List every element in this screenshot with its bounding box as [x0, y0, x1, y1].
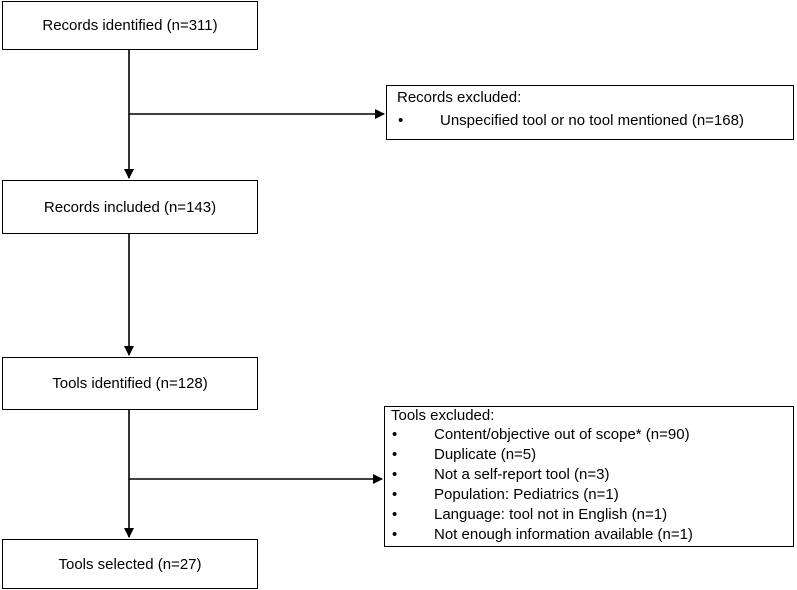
tools-excluded-title: Tools excluded: [391, 407, 495, 424]
records-excluded-title: Records excluded: [397, 89, 522, 106]
tools-excluded-list: •Content/objective out of scope* (n=90) … [391, 426, 783, 544]
tools-excluded-box: Tools excluded: • Content/objective out o… [384, 406, 794, 547]
bullet-glyph: • [392, 426, 398, 443]
tools-excluded-item: • Content/objective out of scope* (n=90) [391, 426, 783, 444]
tools-excluded-item: • Not a self-report tool (n=3) [391, 466, 783, 484]
bullet-glyph: • [392, 486, 398, 503]
tools-excluded-item: • Not enough information available (n=1) [391, 526, 783, 544]
records-included-box: Records included (n=143) [2, 180, 258, 234]
records-excluded-box: Records excluded: • Unspecified tool or n… [386, 85, 794, 140]
tools-selected-box: Tools selected (n=27) [2, 539, 258, 589]
bullet-glyph: • [392, 446, 398, 463]
records-excluded-list: • Unspecified tool or no tool mentioned (… [397, 112, 783, 130]
tools-excluded-item-text: Content/objective out of scope* (n=90) [434, 426, 690, 443]
tools-selected-label: Tools selected (n=27) [58, 555, 202, 573]
tools-excluded-item-text: Not a self-report tool (n=3) [434, 466, 610, 483]
tools-identified-label: Tools identified (n=128) [52, 375, 208, 392]
bullet-glyph: • [392, 526, 398, 543]
bullet-glyph: • [392, 506, 398, 523]
tools-excluded-item: • Population: Pediatrics (n=1) [391, 486, 783, 504]
bullet-glyph: • [392, 466, 398, 483]
records-excluded-item: • Unspecified tool or no tool mentioned (… [397, 112, 783, 130]
records-identified-label: Records identified (n=311) [42, 17, 218, 34]
tools-excluded-item-text: Not enough information available (n=1) [434, 526, 693, 543]
tools-excluded-item-text: Population: Pediatrics (n=1) [434, 486, 619, 503]
tools-excluded-item-text: Duplicate (n=5) [434, 446, 537, 463]
tools-identified-box: Tools identified (n=128) [2, 357, 258, 410]
records-included-label: Records included (n=143) [43, 198, 217, 216]
tools-excluded-item: • Language: tool not in English (n=1) [391, 506, 783, 524]
tools-excluded-item: • Duplicate (n=5) [391, 446, 783, 464]
records-excluded-item-text: Unspecified tool or no tool mentioned (n… [440, 112, 744, 129]
records-identified-box: Records identified (n=311) [2, 1, 258, 50]
bullet-glyph: • [398, 112, 404, 129]
tools-excluded-item-text: Language: tool not in English (n=1) [434, 506, 668, 523]
